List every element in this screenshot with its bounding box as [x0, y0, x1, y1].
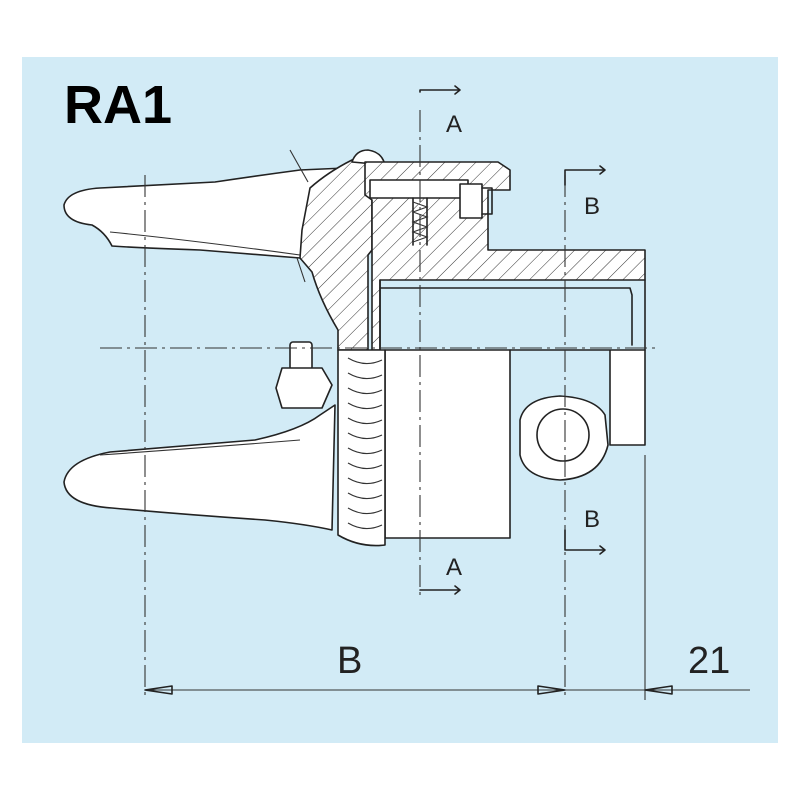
dimension-label-b: B	[337, 640, 362, 682]
spring-icon	[411, 201, 429, 243]
bushing	[337, 349, 386, 547]
yoke-upper-arm	[63, 149, 346, 291]
dimension-lines	[144, 455, 750, 700]
grease-nipple-icon	[275, 341, 333, 409]
section-label-a-top: A	[446, 111, 462, 138]
section-label-a-bottom: A	[446, 554, 462, 581]
collar-section	[364, 161, 646, 351]
housing-right	[509, 349, 646, 446]
housing-lower	[384, 349, 511, 539]
dimension-label-21: 21	[688, 640, 730, 682]
drawing-title: RA1	[64, 75, 172, 135]
inner-bore	[379, 279, 633, 351]
section-label-b-top: B	[584, 193, 600, 220]
locking-pin	[369, 179, 493, 246]
section-marker-a	[419, 85, 461, 595]
section-marker-b	[564, 165, 606, 555]
centerlines	[100, 110, 660, 700]
yoke-lower-arm	[63, 404, 336, 531]
lock-boss	[519, 395, 609, 481]
section-label-b-bottom: B	[584, 506, 600, 533]
